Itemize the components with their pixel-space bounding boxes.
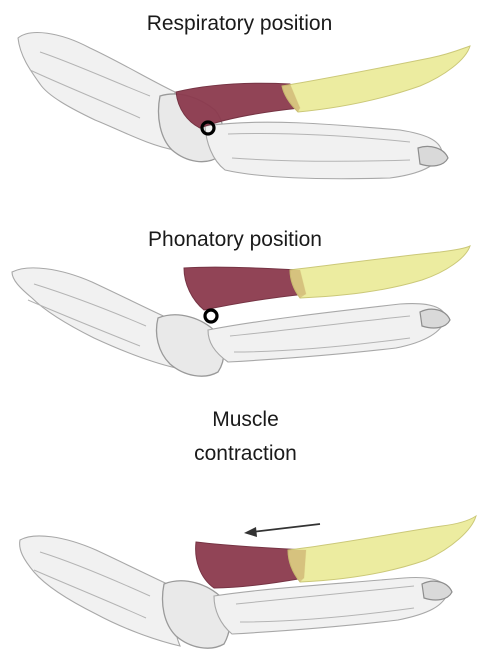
vocal-fold [176, 46, 470, 128]
arytenoid-cartilage-left [12, 268, 176, 368]
phonatory-position-diagram [0, 236, 479, 386]
arytenoid-cartilage-left [18, 33, 175, 150]
vocal-fold [196, 516, 476, 588]
muscle-contraction-diagram [0, 500, 479, 651]
thyroid-cartilage [163, 578, 453, 649]
arytenoid-cartilage-left [20, 536, 180, 646]
muscle-contraction-title-line2: contraction [6, 440, 479, 468]
thyroid-cartilage [157, 304, 451, 377]
vocal-fold [184, 246, 470, 310]
respiratory-position-diagram [0, 20, 479, 200]
contraction-direction-arrow [244, 524, 320, 537]
muscle-contraction-title-line1: Muscle [6, 406, 479, 434]
pivot-point-marker [205, 310, 217, 322]
